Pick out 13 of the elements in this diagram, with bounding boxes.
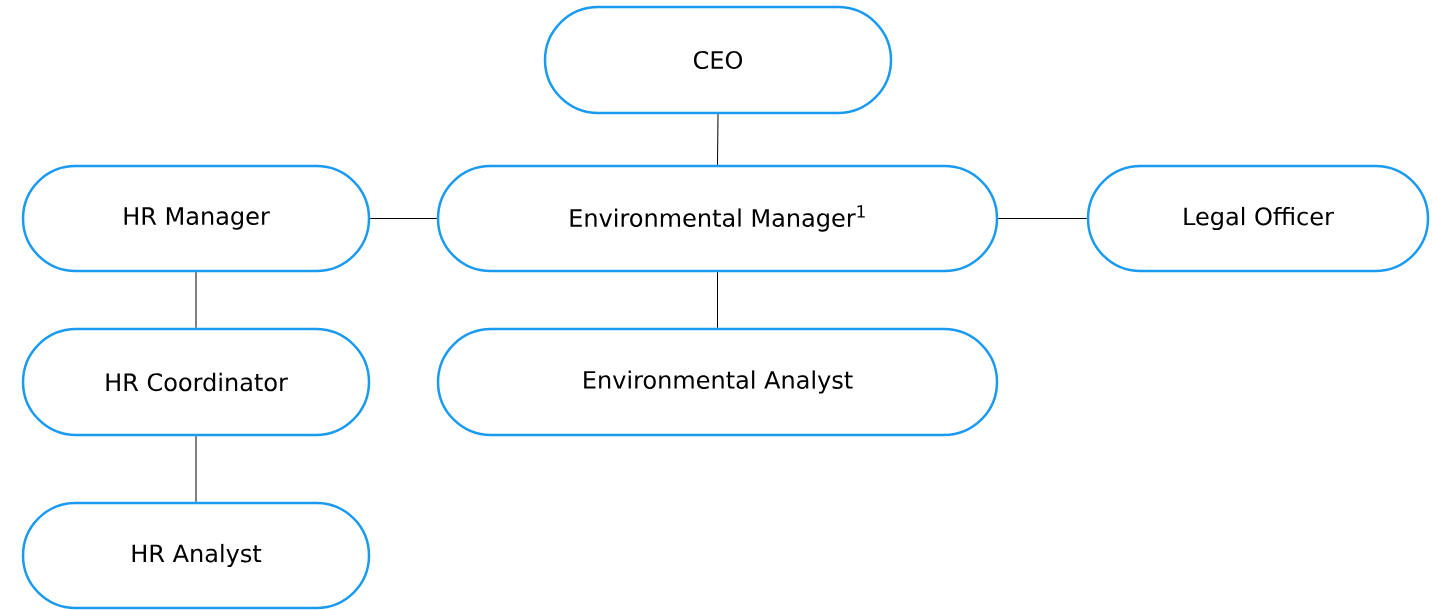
role-box: HR Coordinator [21,327,371,437]
role-box: Environmental Analyst [436,327,999,437]
connector-line [997,218,1088,219]
connector-line [369,218,438,219]
role-box: Environmental Manager$^{1}$ [436,164,999,273]
role-box: HR Analyst [21,501,371,610]
role-box: CEO [543,5,893,115]
connector-line [717,113,719,166]
connector-line [717,271,718,329]
connector-line [195,271,197,329]
role-box: HR Manager [21,164,371,273]
connector-line [195,435,197,503]
role-box: Legal Officer [1086,164,1430,273]
